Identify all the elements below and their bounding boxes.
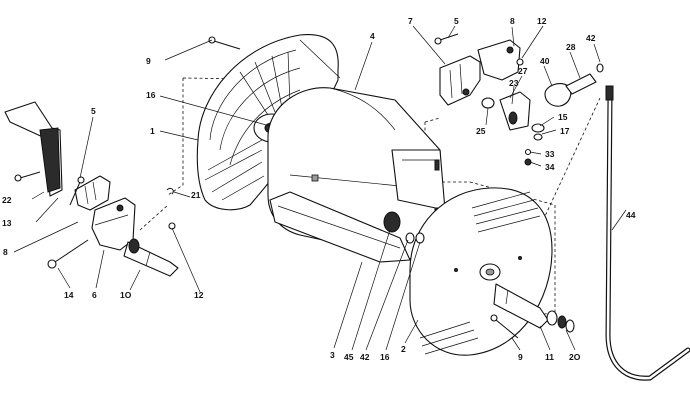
left-axle — [123, 238, 179, 277]
drum-top-screw — [208, 36, 241, 50]
left-bolt — [47, 176, 89, 269]
callout-9-drum-screw: 9 — [146, 56, 151, 66]
swivel-fitting — [481, 91, 531, 131]
callout-42-top: 42 — [586, 33, 596, 43]
callout-12-top: 12 — [537, 16, 547, 26]
callout-10: 1O — [120, 290, 132, 300]
callout-2: 2 — [401, 344, 406, 354]
callout-13: 13 — [2, 218, 12, 228]
handle-screw — [14, 171, 41, 182]
crank-handle — [4, 101, 63, 197]
left-small-parts — [166, 187, 176, 230]
left-bracket — [91, 197, 136, 251]
drum-hub-parts — [383, 211, 425, 244]
callout-16-top: 16 — [146, 90, 156, 100]
callout-20: 2O — [569, 352, 581, 362]
right-axle — [493, 283, 575, 333]
callout-21: 21 — [191, 190, 201, 200]
supply-hose — [605, 85, 690, 381]
right-screw — [490, 314, 519, 339]
callout-9-right: 9 — [518, 352, 523, 362]
callout-40: 40 — [540, 56, 550, 66]
callout-labels: 9 16 1 4 5 22 13 8 21 14 6 1O 12 7 5 8 1… — [2, 16, 636, 362]
callout-22: 22 — [2, 195, 12, 205]
top-right-bracket — [477, 39, 521, 81]
callout-25: 25 — [476, 126, 486, 136]
callout-23: 23 — [509, 78, 519, 88]
top-right-hose-guide — [439, 55, 481, 106]
callout-15: 15 — [558, 112, 568, 122]
callout-5-left: 5 — [91, 106, 96, 116]
callout-16-bottom: 16 — [380, 352, 390, 362]
callout-8-left: 8 — [3, 247, 8, 257]
callout-1: 1 — [150, 126, 155, 136]
callout-8-top: 8 — [510, 16, 515, 26]
callout-34: 34 — [545, 162, 555, 172]
top-right-screw — [434, 33, 524, 66]
callout-5-top: 5 — [454, 16, 459, 26]
callout-3: 3 — [330, 350, 335, 360]
callout-33: 33 — [545, 149, 555, 159]
callout-7: 7 — [408, 16, 413, 26]
callout-6: 6 — [92, 290, 97, 300]
callout-14: 14 — [64, 290, 74, 300]
callout-4: 4 — [370, 31, 375, 41]
callout-12-left: 12 — [194, 290, 204, 300]
callout-11: 11 — [545, 352, 554, 362]
callout-45: 45 — [344, 352, 354, 362]
leader-lines — [13, 25, 627, 351]
top-right-washers — [524, 123, 545, 166]
callout-27: 27 — [518, 66, 528, 76]
callout-17: 17 — [560, 126, 570, 136]
hose-connector — [544, 63, 604, 107]
callout-28: 28 — [566, 42, 576, 52]
callout-42-bottom: 42 — [360, 352, 370, 362]
left-hose-guide — [74, 175, 111, 211]
drum — [267, 87, 446, 263]
callout-44: 44 — [626, 210, 636, 220]
